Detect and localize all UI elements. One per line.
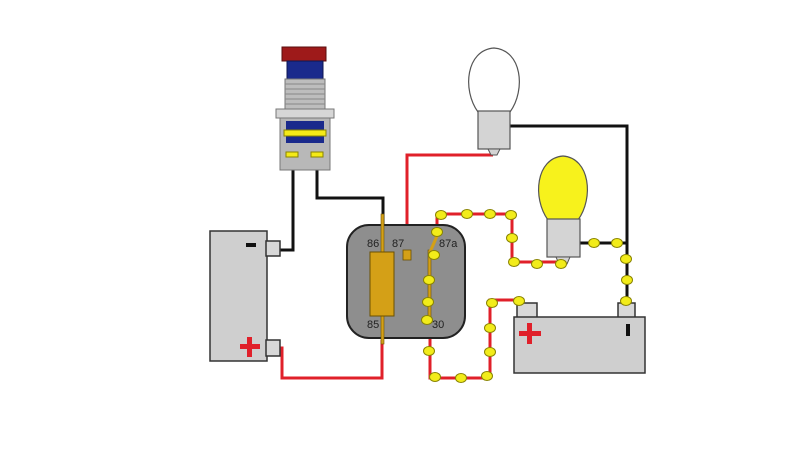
relay: 86 87 87a 85 30 [346, 213, 466, 345]
battery-right-body [513, 316, 646, 374]
bulb-yellow-glass [537, 155, 589, 221]
current-flow [421, 209, 633, 383]
relay-pin-85 [380, 313, 385, 345]
battery-right-minus-sign [626, 324, 630, 336]
relay-coil [369, 251, 395, 317]
battery-left-body [209, 230, 268, 362]
battery-left-terminal-minus [265, 240, 281, 257]
push-switch [275, 46, 335, 171]
battery-left-minus-sign [246, 243, 256, 247]
current-dot [588, 238, 600, 248]
current-dot [611, 238, 623, 248]
current-dot [455, 373, 467, 383]
bulb-white-glass [468, 47, 520, 113]
relay-armature [427, 249, 432, 321]
bulb-yellow-base [546, 218, 581, 258]
current-dot [513, 296, 525, 306]
current-dot [461, 209, 473, 219]
bulb-white-contact [487, 148, 501, 156]
current-dot [620, 254, 632, 264]
current-dot [423, 275, 435, 285]
bulb-yellow [537, 155, 589, 265]
current-dot [422, 297, 434, 307]
battery-left-plus-sign [240, 337, 260, 357]
pin-label-87a: 87a [439, 238, 458, 250]
switch-contact-bar [283, 129, 327, 137]
wire-pin-87-to-white-bulb [405, 153, 493, 250]
switch-terminal-left [285, 151, 299, 158]
battery-left [209, 230, 281, 362]
current-dot [505, 210, 517, 220]
current-dot [429, 372, 441, 382]
current-dot [484, 347, 496, 357]
pin-label-30: 30 [432, 319, 444, 331]
wire-battery-plus-to-pin-85 [278, 340, 384, 380]
current-dot [621, 275, 633, 285]
current-dot [481, 371, 493, 381]
wire-switch-to-battery-minus [278, 160, 295, 252]
relay-pin-86 [380, 213, 385, 253]
current-dot [620, 296, 632, 306]
current-dot [486, 298, 498, 308]
pin-label-87: 87 [392, 238, 404, 250]
bulb-white-base [477, 110, 511, 150]
battery-left-terminal-plus [265, 339, 281, 357]
current-dot [508, 257, 520, 267]
switch-terminal-right [310, 151, 324, 158]
current-dot [531, 259, 543, 269]
current-dot [428, 250, 440, 260]
switch-plunger [286, 60, 324, 80]
pin-label-86: 86 [367, 238, 379, 250]
current-dot [555, 259, 567, 269]
current-dot [421, 315, 433, 325]
wire-white-bulb-ground [510, 124, 629, 243]
current-dot [435, 210, 447, 220]
relay-contact-87a [428, 235, 439, 253]
switch-nut [275, 108, 335, 119]
bulb-white [468, 47, 520, 156]
battery-right-plus-sign [519, 323, 541, 344]
current-dot [506, 233, 518, 243]
current-dot [431, 227, 443, 237]
battery-right [513, 302, 646, 374]
current-dot [484, 323, 496, 333]
current-dot [484, 209, 496, 219]
switch-cap [281, 46, 327, 62]
current-dot [423, 346, 435, 356]
relay-pin-87 [402, 249, 412, 261]
wire-yellow-bulb-ground [580, 241, 629, 308]
pin-label-85: 85 [367, 319, 379, 331]
